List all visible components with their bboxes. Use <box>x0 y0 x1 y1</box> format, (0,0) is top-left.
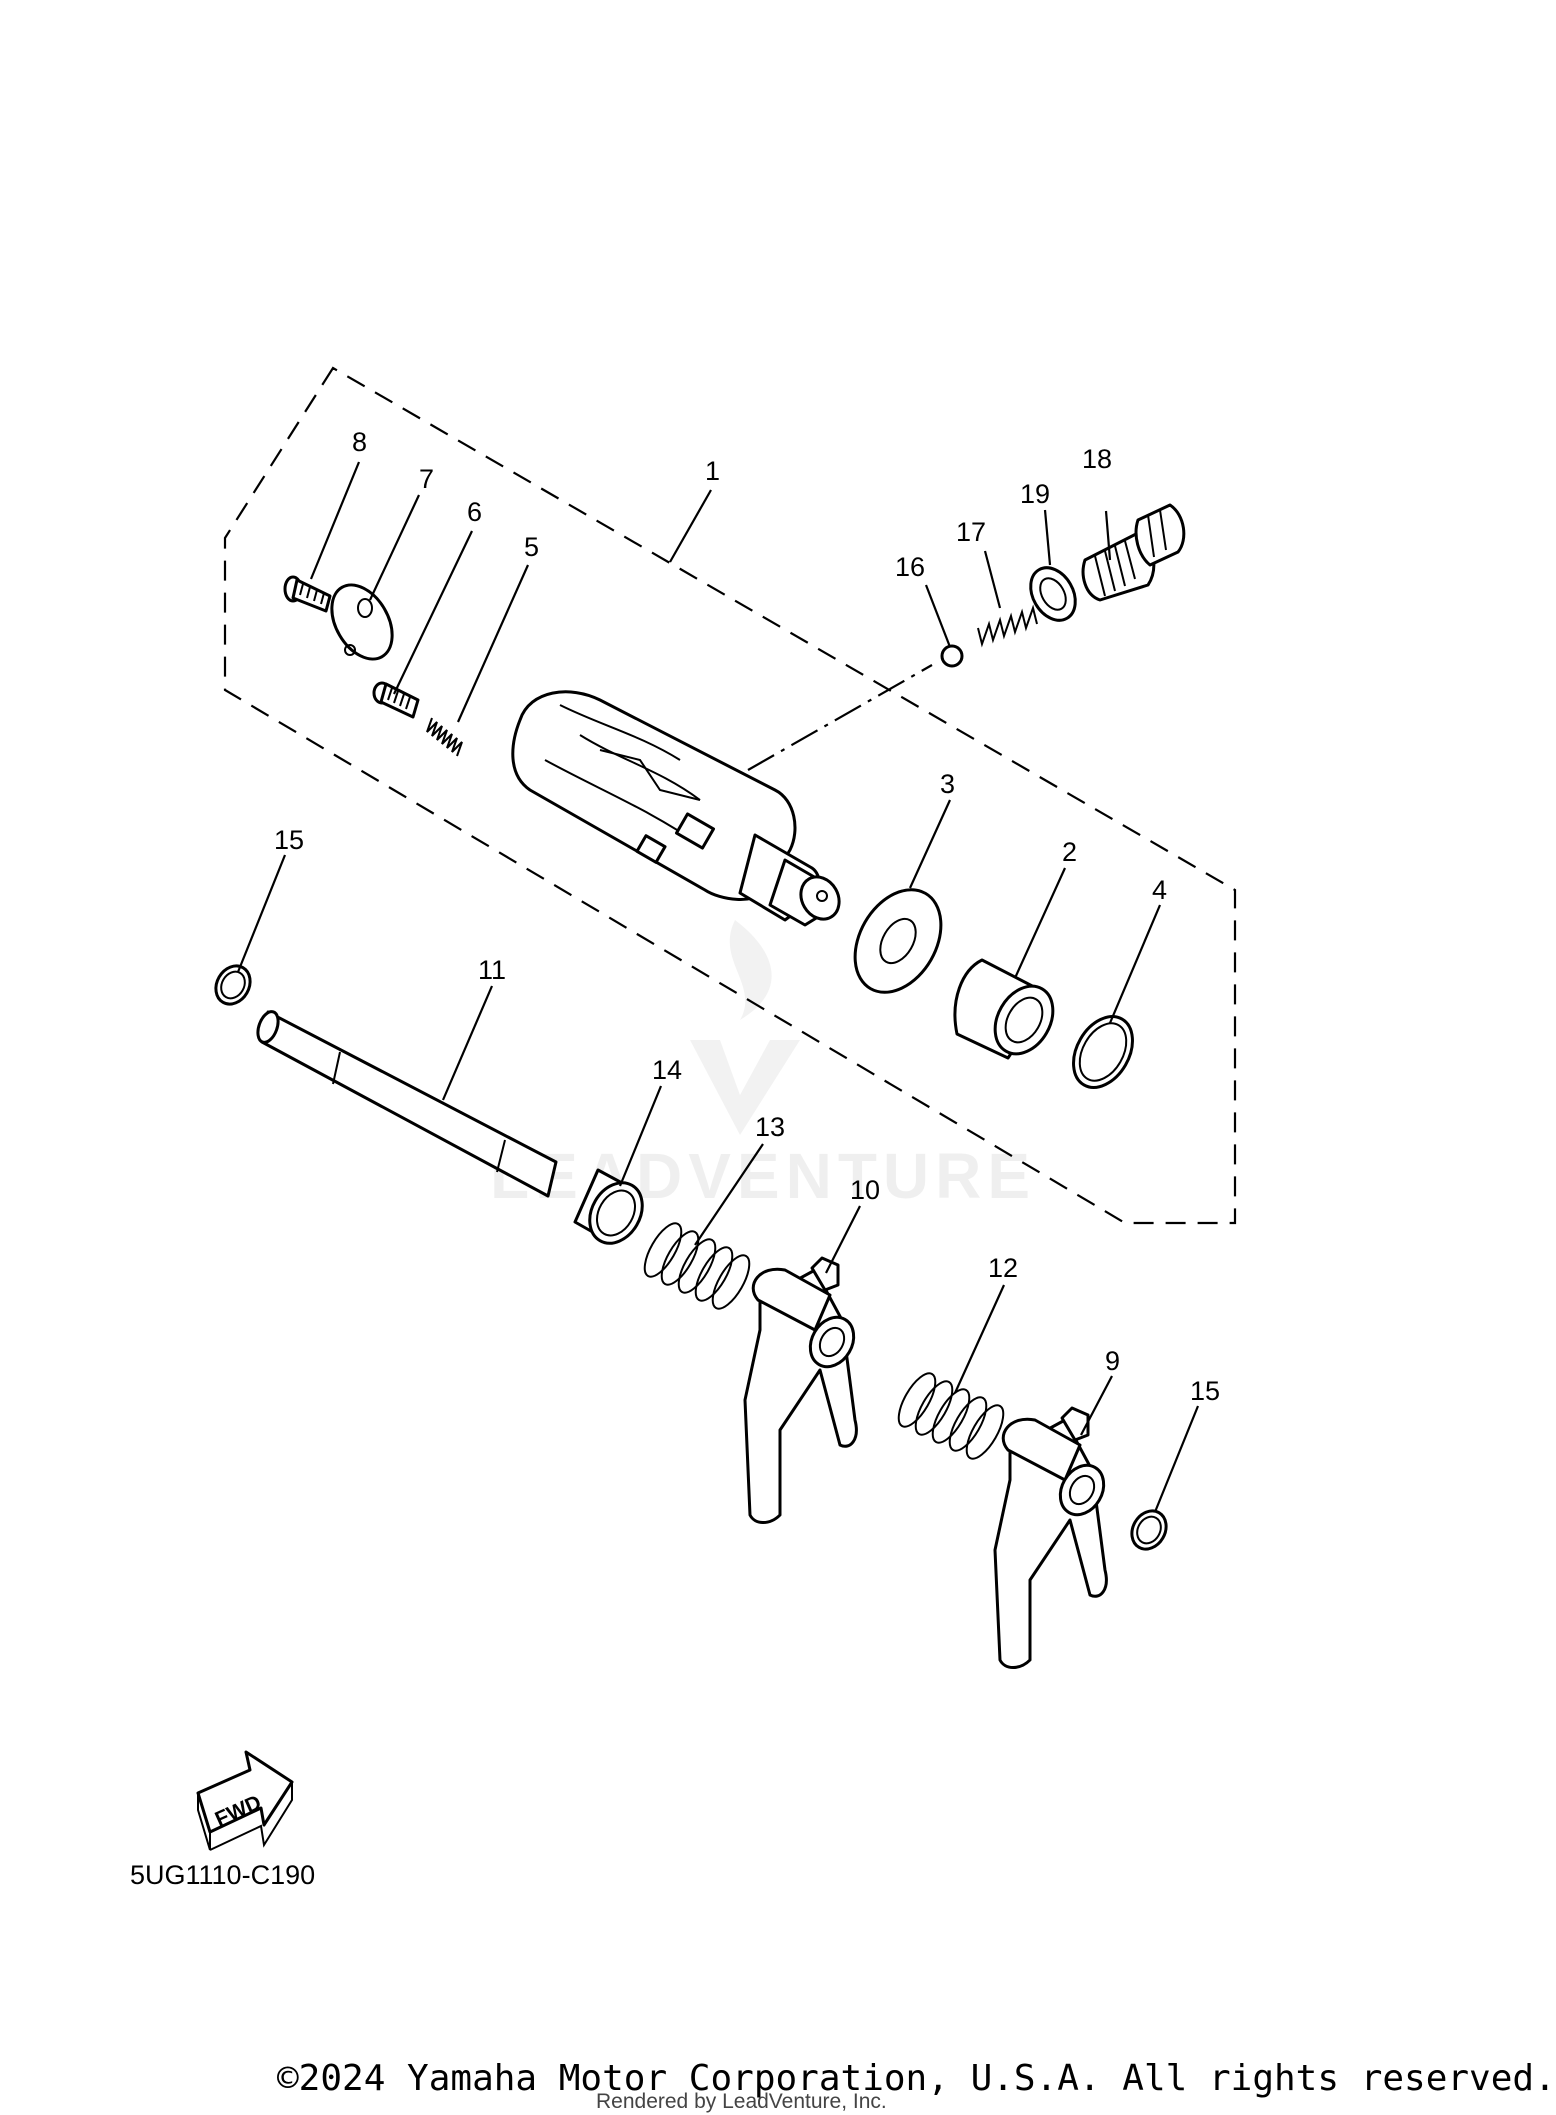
part-8-screw <box>283 575 332 613</box>
callout-2: 2 <box>1062 837 1077 867</box>
callout-11: 11 <box>478 955 506 985</box>
callout-1: 1 <box>705 456 720 486</box>
fwd-arrow-icon: FWD <box>196 1750 294 1851</box>
part-12-spring <box>897 1372 1005 1460</box>
callout-15-right: 15 <box>1190 1376 1220 1406</box>
callout-8: 8 <box>352 427 367 457</box>
part-15-circlip-left <box>214 964 252 1006</box>
callout-9: 9 <box>1105 1346 1120 1376</box>
part-2-bushing <box>953 958 1055 1060</box>
part-19-washer <box>1029 566 1077 622</box>
callouts: 1 2 3 4 5 6 7 8 9 10 11 12 13 14 15 15 1… <box>274 427 1220 1406</box>
rendered-by-credit: Rendered by LeadVenture, Inc. <box>596 2090 887 2113</box>
leader-lines <box>236 461 1200 1513</box>
callout-10: 10 <box>850 1175 880 1205</box>
part-1-shift-drum <box>511 690 841 927</box>
callout-18: 18 <box>1082 444 1112 474</box>
callout-16: 16 <box>895 552 925 582</box>
part-9-shift-fork <box>993 1406 1108 1669</box>
part-13-spring <box>643 1222 751 1310</box>
part-17-spring <box>977 604 1038 648</box>
shift-drum-exploded-diagram: LEADVENTURE <box>196 366 1237 1851</box>
drum-centerline <box>747 664 933 771</box>
callout-5: 5 <box>524 532 539 562</box>
assembly-boundary <box>223 366 1237 1225</box>
part-18-plug-bolt <box>1081 503 1186 602</box>
part-15-circlip-right <box>1130 1509 1168 1551</box>
diagram-code: 5UG1110-C190 <box>130 1860 316 1890</box>
callout-19: 19 <box>1020 479 1050 509</box>
callout-17: 17 <box>956 517 986 547</box>
callout-3: 3 <box>940 769 955 799</box>
callout-6: 6 <box>467 497 482 527</box>
copyright-notice: ©2024 Yamaha Motor Corporation, U.S.A. A… <box>277 2058 1556 2099</box>
callout-7: 7 <box>419 464 434 494</box>
callout-4: 4 <box>1152 875 1167 905</box>
part-10-shift-fork <box>743 1256 858 1524</box>
callout-13: 13 <box>755 1112 785 1142</box>
part-6-bolt <box>372 681 420 719</box>
callout-14: 14 <box>652 1055 682 1085</box>
part-5-spring <box>426 717 463 757</box>
part-11-shaft <box>256 1010 558 1198</box>
part-3-washer <box>853 888 943 994</box>
callout-12: 12 <box>988 1253 1018 1283</box>
part-7-plate <box>330 583 394 661</box>
part-14-collar <box>573 1168 644 1245</box>
watermark-text: LEADVENTURE <box>490 1140 1036 1212</box>
watermark: LEADVENTURE <box>490 920 1036 1212</box>
part-4-circlip <box>1072 1015 1134 1089</box>
part-16-ball <box>940 644 964 668</box>
callout-15-left: 15 <box>274 825 304 855</box>
